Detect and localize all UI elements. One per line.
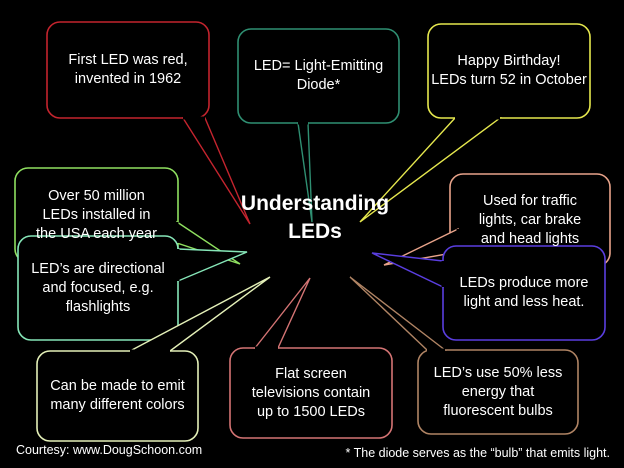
- callout-box: [237, 28, 400, 124]
- callout-box: [36, 350, 199, 442]
- callout-tail: [349, 276, 448, 351]
- footnote: * The diode serves as the “bulb” that em…: [345, 446, 611, 460]
- callout-text: LED’s use 50% less energy that fluoresce…: [433, 364, 563, 419]
- callout-box: [17, 235, 179, 341]
- callout-box: [46, 21, 210, 119]
- callout-bubble: [349, 276, 579, 435]
- callout-tail: [177, 248, 248, 283]
- callout-box: [229, 347, 393, 439]
- callout-bubble: [359, 23, 591, 223]
- callout-bubble: [17, 235, 248, 341]
- callout-text: Happy Birthday! LEDs turn 52 in October: [431, 53, 587, 88]
- callout-tail: [253, 277, 311, 349]
- central-title: Understanding LEDs: [240, 192, 390, 243]
- callout-box: [427, 23, 591, 119]
- callout-bubble: [36, 276, 271, 442]
- callout-tail: [371, 252, 444, 289]
- callout-text: LED’s are directional and focused, e.g. …: [31, 260, 165, 315]
- callout-bubble: [46, 21, 251, 225]
- callout-text: Can be made to emit many different color…: [50, 378, 185, 413]
- callout-text: Used for traffic lights, car brake and h…: [478, 192, 582, 247]
- callout-text: Flat screen televisions contain up to 15…: [251, 365, 371, 420]
- callout-text: LED= Light-Emitting Diode*: [253, 58, 384, 93]
- callout-bubble: [229, 277, 393, 439]
- callout-box: [417, 349, 579, 435]
- callout-text: LEDs produce more light and less heat.: [459, 275, 589, 310]
- courtesy-credit: Courtesy: www.DougSchoon.com: [16, 443, 203, 457]
- callout-box: [442, 245, 606, 341]
- callout-bubble: [371, 245, 606, 341]
- callout-bubble: [237, 28, 400, 223]
- callout-text: Over 50 million LEDs installed in the US…: [36, 187, 157, 242]
- callout-text: First LED was red, invented in 1962: [68, 52, 188, 87]
